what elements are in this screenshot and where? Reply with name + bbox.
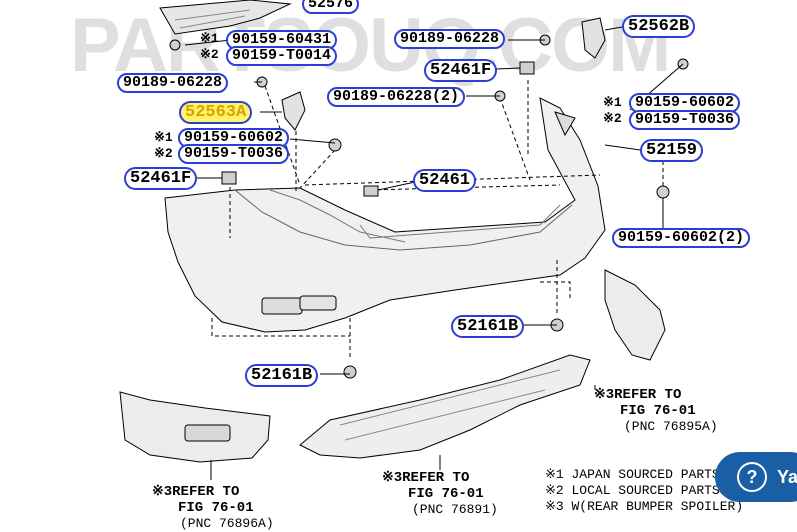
part-90159-t0014-label[interactable]: 90159-T0014 (226, 46, 338, 66)
part-52161b-left-label[interactable]: 52161B (245, 364, 319, 387)
marker-local: ※2 (200, 47, 219, 62)
marker-w-spoiler: ※3 (152, 484, 173, 500)
reference-line1: REFER TO (614, 387, 682, 403)
marker-local: ※2 (603, 111, 622, 126)
bumper-reflector-left (261, 297, 303, 315)
part-52562b-label[interactable]: 52562B (622, 15, 696, 38)
part-90159-t0036-left-label[interactable]: 90159-T0036 (178, 144, 290, 164)
center-lower-spoiler (299, 354, 591, 459)
side-spoiler-right (604, 269, 666, 361)
bracket-52562b (581, 17, 606, 59)
note-local-sourced: ※2 LOCAL SOURCED PARTS (545, 483, 720, 498)
help-button-label: Ya (777, 466, 797, 487)
reference-line2: FIG 76-01 (178, 500, 254, 516)
help-button[interactable]: ? Ya (715, 452, 797, 502)
marker-local: ※2 (154, 146, 173, 161)
marker-w-spoiler: ※3 (594, 387, 615, 403)
reference-left: ※3REFER TO FIG 76-01 (PNC 76896A) (152, 484, 274, 532)
part-52461f-right-label[interactable]: 52461F (424, 59, 498, 82)
reference-line3: (PNC 76896A) (180, 516, 274, 531)
reference-center: ※3REFER TO FIG 76-01 (PNC 76891) (382, 470, 498, 518)
part-90159-60602-left-label[interactable]: 90159-60602 (178, 128, 290, 148)
reference-line2: FIG 76-01 (620, 403, 696, 419)
reference-line2: FIG 76-01 (408, 486, 484, 502)
note-rear-bumper-spoiler: ※3 W(REAR BUMPER SPOILER) (545, 499, 744, 514)
reference-line1: REFER TO (402, 470, 470, 486)
part-90189-06228-left-label[interactable]: 90189-06228 (117, 73, 229, 93)
reference-line3: (PNC 76895A) (624, 419, 718, 434)
part-90189-06228-top-label[interactable]: 90189-06228 (394, 29, 506, 49)
upper-bracket-part (159, 0, 292, 35)
part-52461-label[interactable]: 52461 (413, 169, 477, 192)
part-52161b-right-label[interactable]: 52161B (451, 315, 525, 338)
marker-japan: ※1 (200, 31, 219, 46)
part-52159-label[interactable]: 52159 (640, 139, 704, 162)
reference-right: ※3REFER TO FIG 76-01 (PNC 76895A) (594, 387, 718, 435)
part-52563a-label[interactable]: 52563A (179, 101, 253, 124)
marker-japan: ※1 (603, 95, 622, 110)
part-90189-06228-2-label[interactable]: 90189-06228(2) (327, 87, 466, 107)
part-90159-60602-2-label[interactable]: 90159-60602(2) (612, 228, 751, 248)
reference-line1: REFER TO (172, 484, 240, 500)
part-52461f-left-label[interactable]: 52461F (124, 167, 198, 190)
part-52576-label[interactable]: 52576 (302, 0, 360, 14)
part-90159-60602-right-label[interactable]: 90159-60602 (629, 93, 741, 113)
question-icon: ? (737, 462, 767, 492)
rear-bumper-cover (164, 97, 606, 333)
note-japan-sourced: ※1 JAPAN SOURCED PARTS (545, 467, 720, 482)
bracket-52563a (281, 91, 306, 131)
part-90159-t0036-right-label[interactable]: 90159-T0036 (629, 110, 741, 130)
marker-w-spoiler: ※3 (382, 470, 403, 486)
reference-line3: (PNC 76891) (412, 502, 498, 517)
marker-japan: ※1 (154, 130, 173, 145)
